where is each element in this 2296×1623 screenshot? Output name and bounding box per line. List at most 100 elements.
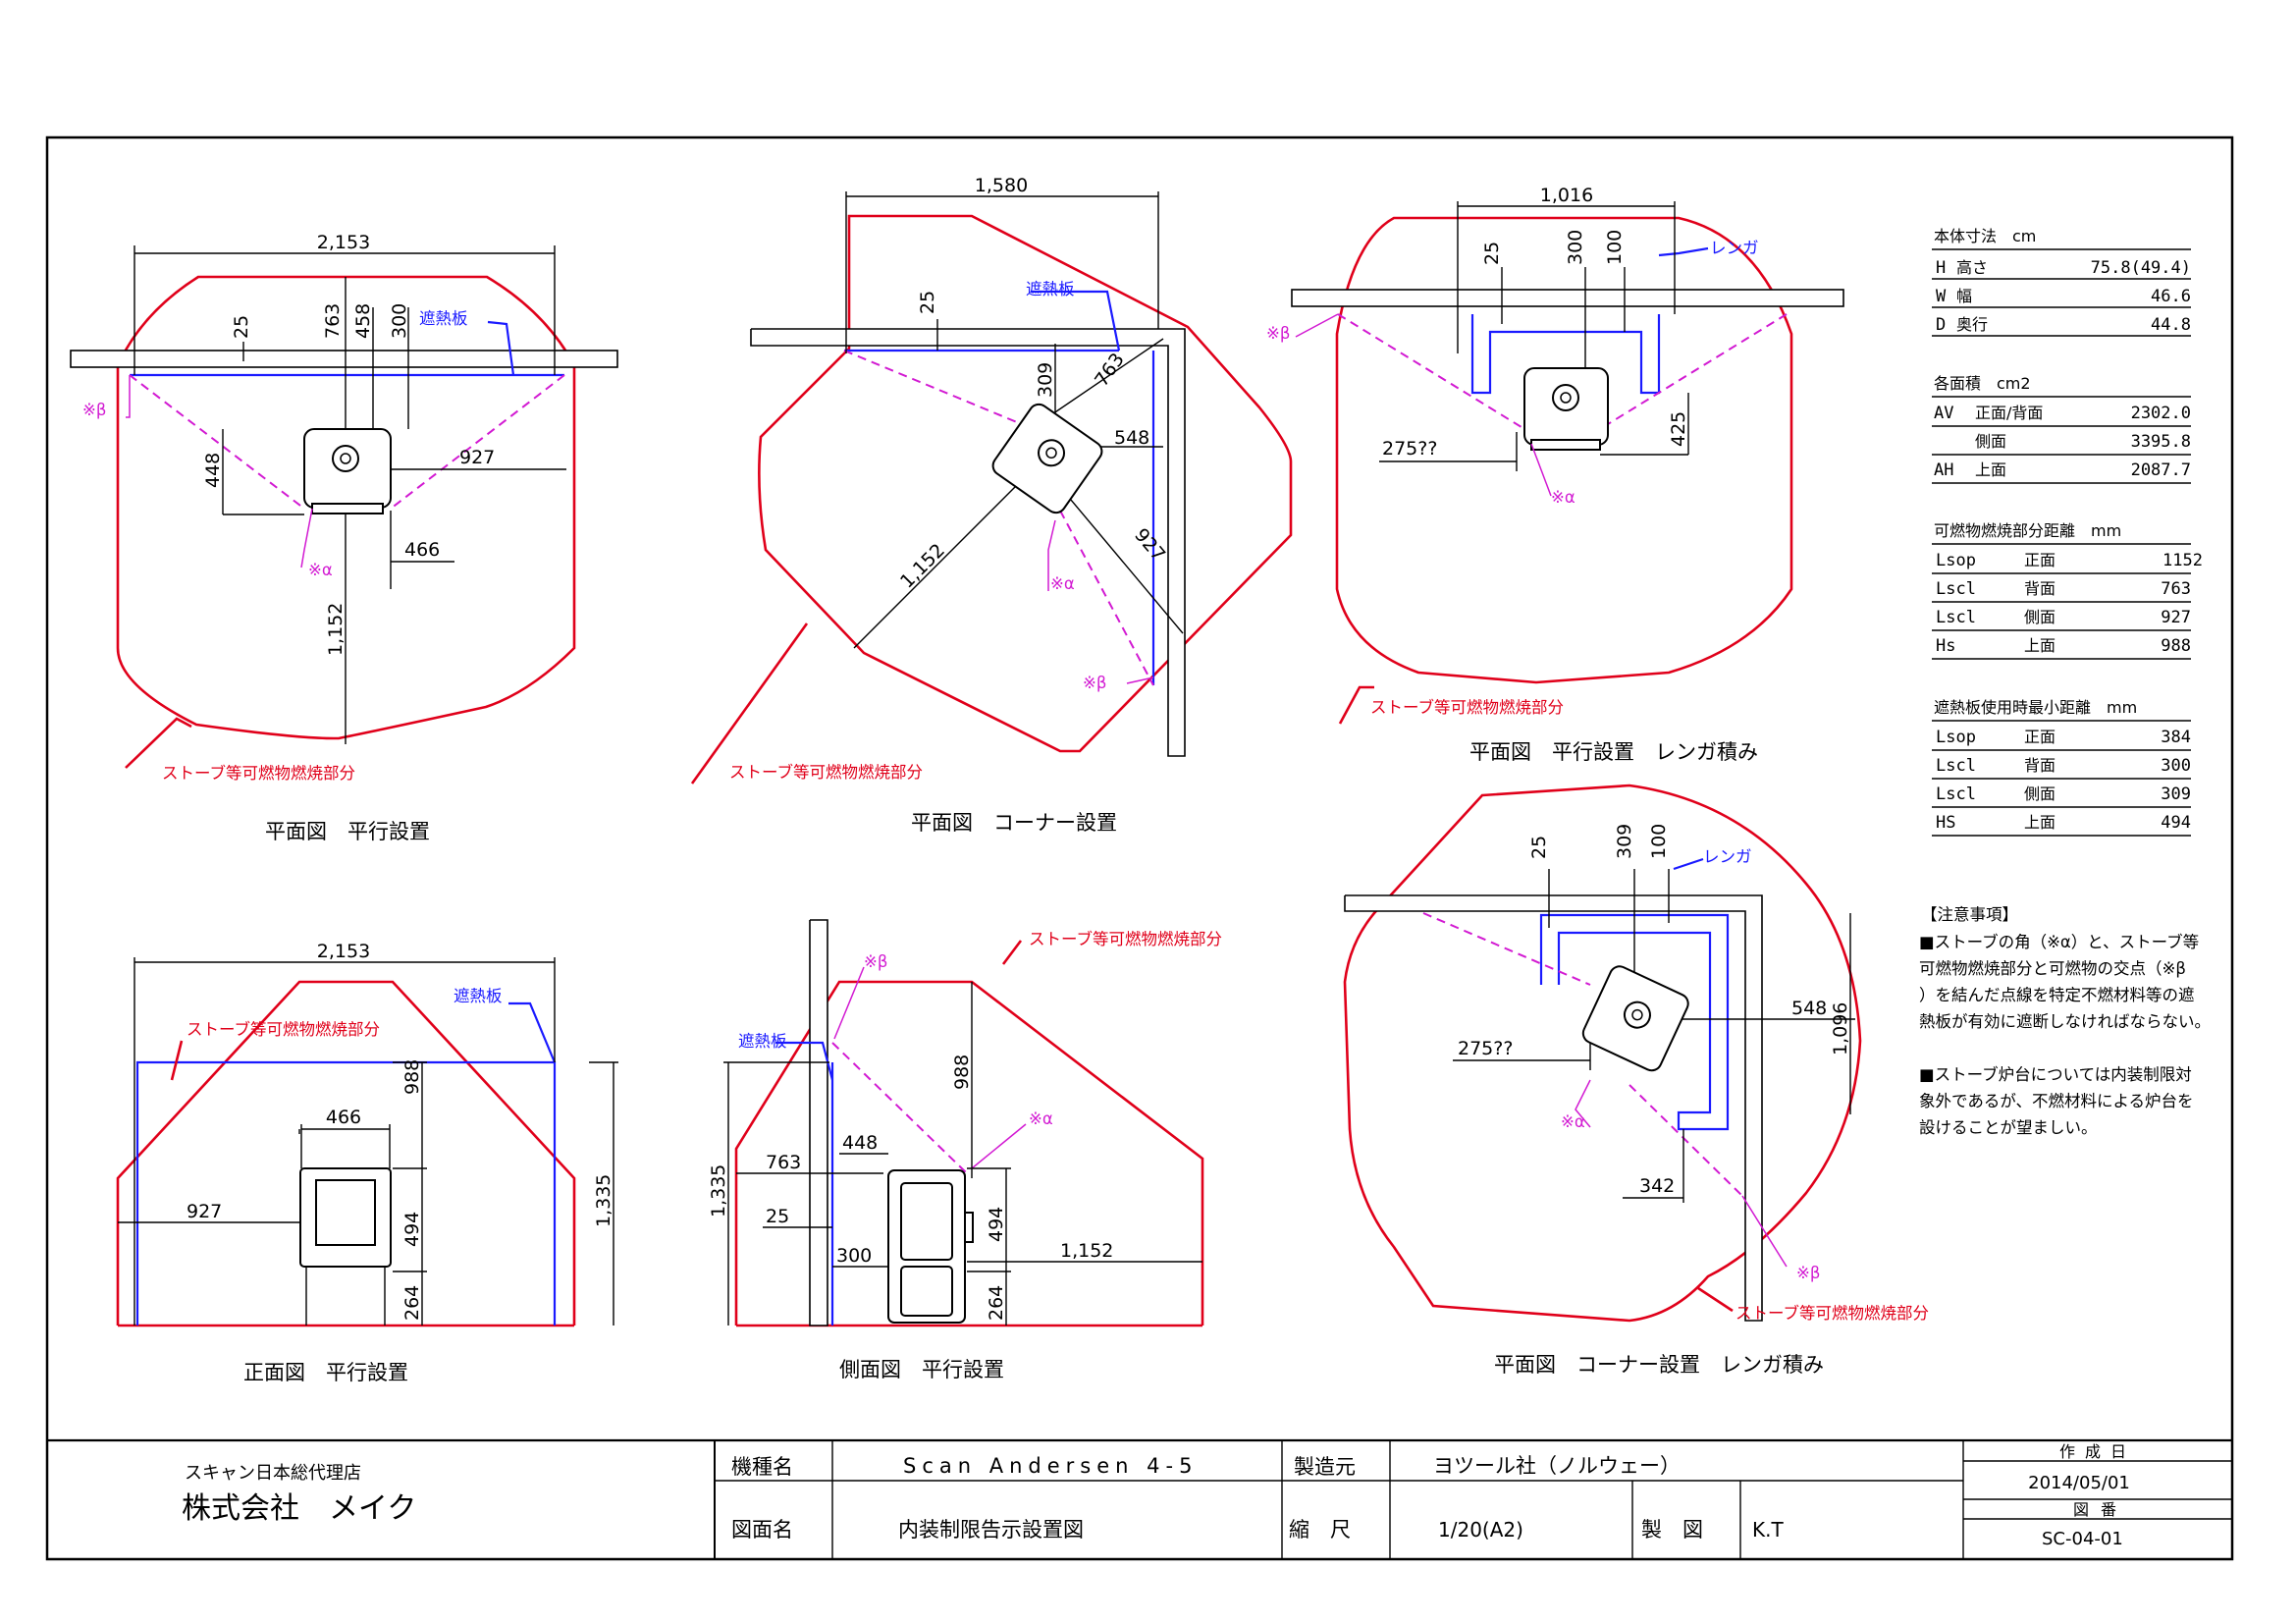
stove [1523,367,1609,446]
brick-label: レンガ [1703,847,1752,866]
shield-label: 遮熱板 [738,1032,787,1051]
spec-row: H 高さ 75.8(49.4) [1932,258,2191,280]
spec-label: 上面 [1975,460,2006,479]
spec-row: Lscl 背面 763 [1932,579,2191,603]
shield-leader [487,320,515,376]
shield-leader [508,1001,557,1063]
note-line: ■ストーブ炉台については内装制限対 [1919,1064,2192,1084]
spec-value: 1152 [2163,551,2203,570]
alpha-label: ※α [308,561,333,579]
sheet-border [45,135,2234,1561]
spec-code: D [1936,315,1946,335]
dim-25: 25 [1528,836,1550,859]
dim-1152: 1,152 [325,603,347,656]
spec-value: 384 [2161,728,2191,747]
flue-inner-icon [1631,1008,1643,1021]
beta-leader [1741,1195,1788,1268]
spec-label: 正面 [2024,728,2056,746]
dim-25: 25 [1481,242,1503,265]
spec-row: W 幅 46.6 [1932,287,2191,308]
stove [303,428,392,509]
dim-548: 548 [1114,427,1149,449]
dim-927: 927 [187,1201,222,1222]
dim-763: 763 [322,303,344,339]
spec-code: Lscl [1936,784,1976,804]
zone-leader [170,1040,184,1081]
dim-1096: 1,096 [1830,1002,1851,1055]
dim-494: 494 [401,1212,423,1247]
spec-code: W [1936,287,1947,306]
spec-row: D 奥行 44.8 [1932,315,2191,337]
spec-value: 927 [2161,608,2191,627]
flue-inner-icon [340,453,351,464]
spec-value: 2087.7 [2131,460,2191,480]
dim-309: 309 [1614,824,1635,859]
wall [809,919,828,1326]
zone-label: ストーブ等可燃物燃焼部分 [162,763,355,783]
notes-title: 【注意事項】 [1921,905,2018,924]
plan-parallel-view: 2,153 25 763 458 300 448 927 466 1,152 遮… [70,232,618,843]
spec-title: 各面積 cm2 [1934,374,2031,393]
stove-base [1530,439,1601,451]
alpha-leader [1530,443,1552,497]
spec-row: Lscl 背面 300 [1932,756,2191,780]
model-label: 機種名 [731,1455,793,1479]
dim-448: 448 [842,1132,878,1154]
corner-brick-view: 25 309 100 548 1,096 275?? 342 レンガ ※α ※β… [1343,784,1929,1377]
maker-name: ヨツール社（ノルウェー） [1433,1454,1681,1478]
dim-1152: 1,152 [1060,1240,1113,1262]
alpha-leader [1047,519,1056,591]
view-caption: 平面図 平行設置 [265,820,430,843]
dim-548: 548 [1791,998,1827,1019]
alpha-label: ※α [1561,1112,1585,1131]
spec-label: 正面 [2024,551,2056,569]
wall [70,350,618,368]
stove-lower [900,1266,953,1317]
spec-title: 本体寸法 cm [1934,227,2036,245]
shield-line [843,350,1041,433]
drafter-label: 製 図 [1641,1518,1703,1542]
spec-label: 側面 [1975,432,2006,451]
alpha-leader [300,508,313,568]
dim-927: 927 [1130,524,1169,566]
drafter-value: K.T [1752,1518,1784,1542]
flue-icon [332,445,359,472]
spec-value: 44.8 [2151,315,2191,335]
beta-label: ※β [1083,674,1106,692]
plan-brick-view: 1,016 25 300 100 425 275?? レンガ ※β ※α ストー… [1266,185,1844,764]
spec-label: 正面/背面 [1975,404,2043,422]
dim-300: 300 [1565,230,1586,265]
flue-icon [1038,439,1066,467]
spec-code: H [1936,258,1946,278]
stove [991,403,1103,514]
spec-table: 本体寸法 cm H 高さ 75.8(49.4) W 幅 46.6 D 奥行 44… [1932,227,2203,837]
drawing-label: 図面名 [731,1518,793,1542]
shield-line [1059,510,1154,686]
spec-code: Lsop [1936,728,1976,747]
brick-leader [1658,246,1709,257]
combustion-zone [758,214,1293,753]
shield-label: 遮熱板 [419,309,468,328]
zone-label: ストーブ等可燃物燃焼部分 [1029,929,1222,948]
dim-25: 25 [917,291,938,314]
notes: 【注意事項】 ■ストーブの角（※α）と、ストーブ等 可燃物燃焼部分と可燃物の交点… [1919,905,2211,1137]
spec-label: 上面 [2024,636,2056,655]
zone-leader [1338,685,1374,725]
dim-1335: 1,335 [708,1164,729,1217]
spec-label: 奥行 [1956,315,1988,334]
spec-row: AH 上面 2087.7 [1932,460,2191,484]
wall [750,328,1186,757]
dim-1335: 1,335 [593,1174,614,1227]
spec-value: 2302.0 [2131,404,2191,423]
dim-275: 275?? [1382,438,1437,460]
title-block: スキャン日本総代理店 株式会社 メイク 機種名 Scan Andersen 4-… [47,1438,2232,1559]
shield-line [1629,1084,1743,1197]
zone-label: ストーブ等可燃物燃焼部分 [729,762,923,782]
alpha-leader [971,1123,1027,1169]
dim-494: 494 [986,1207,1007,1242]
dim-458: 458 [352,303,374,339]
note-line: 可燃物燃焼部分と可燃物の交点（※β [1919,959,2186,978]
shield-leader [1031,290,1121,352]
spec-code: AH [1934,460,1953,480]
